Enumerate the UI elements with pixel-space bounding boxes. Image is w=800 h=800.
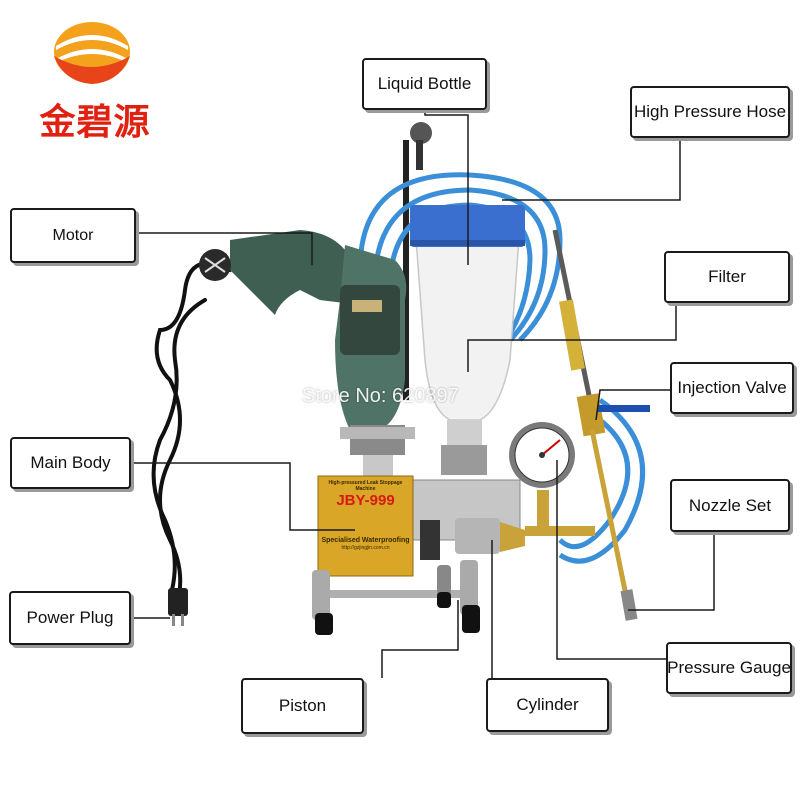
leader-main-body — [130, 462, 355, 531]
leader-injection-valve — [595, 389, 670, 421]
cylinder-assembly — [420, 518, 595, 560]
brand-logo — [54, 22, 130, 84]
label-liquid-bottle: Liquid Bottle — [362, 58, 487, 110]
label-high-pressure-hose: High Pressure Hose — [630, 86, 790, 138]
plate-url: http://gzjingjin.com.cn — [341, 545, 390, 551]
label-piston: Piston — [241, 678, 364, 734]
plate-line3: Specialised Waterproofing — [321, 537, 410, 544]
label-motor: Motor — [10, 208, 136, 263]
leader-nozzle-set — [628, 532, 715, 611]
label-power-plug: Power Plug — [9, 591, 131, 645]
label-pressure-gauge: Pressure Gauge — [666, 642, 792, 694]
leader-piston — [381, 600, 459, 678]
power-cord — [151, 261, 232, 602]
leader-lines — [130, 110, 715, 678]
plate-model: JBY-999 — [336, 492, 395, 509]
plate-title: High-pressured Leak Stoppage Machine — [328, 480, 403, 492]
leader-motor — [135, 232, 313, 265]
label-nozzle-set: Nozzle Set — [670, 479, 790, 532]
injection-rod — [552, 229, 650, 621]
store-watermark: Store No: 620897 — [302, 385, 459, 407]
leader-liquid-bottle — [424, 110, 469, 265]
brand-name: 金碧源 — [39, 102, 151, 143]
label-main-body: Main Body — [10, 437, 131, 489]
plate-text: High-pressured Leak Stoppage Machine JBY… — [318, 480, 413, 576]
drill-motor — [199, 230, 415, 495]
handle-rod — [403, 122, 432, 400]
pressure-gauge — [509, 422, 575, 530]
leader-pressure-gauge — [556, 460, 666, 660]
label-filter: Filter — [664, 251, 790, 303]
legs — [312, 560, 480, 635]
leader-high-pressure-hose — [502, 137, 681, 201]
label-cylinder: Cylinder — [486, 678, 609, 732]
label-injection-valve: Injection Valve — [670, 362, 794, 414]
power-plug-icon — [168, 588, 188, 626]
leader-filter — [467, 303, 677, 372]
name-plate — [317, 475, 414, 577]
